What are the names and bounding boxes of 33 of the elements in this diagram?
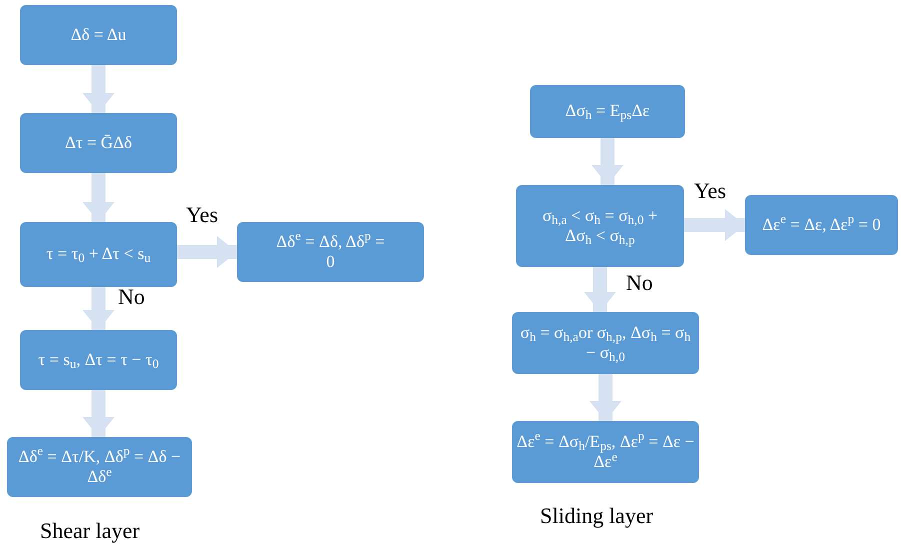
caption-text: Sliding layer xyxy=(540,505,654,527)
process-box xyxy=(516,185,684,267)
block-arrow xyxy=(82,390,114,437)
caption-text: Shear layer xyxy=(40,520,140,542)
process-box xyxy=(20,5,177,65)
formula-text: σ$_{h}$ = σ$_{h,a}$or σ$_{h,p}$, Δσ$_{h}$ = σ$_{h}$ − σ$_{h,0}$ xyxy=(519,322,692,364)
block-arrow xyxy=(82,65,114,113)
formula-text: Δτ = ḠΔδ xyxy=(64,132,132,154)
formula-text: τ = s$_{u}$, Δτ = τ − τ$_{0}$ xyxy=(38,350,159,370)
process-box xyxy=(745,195,898,255)
formula-text: Δσ$_{h}$ = E$_{ps}$Δε xyxy=(565,101,650,122)
formula-text: Δε$^{e}$ = Δε, Δε$^{p}$ = 0 xyxy=(762,214,881,236)
block-arrow xyxy=(82,173,114,222)
block-arrow xyxy=(177,236,237,268)
formula-text: Δδ = Δu xyxy=(70,24,126,46)
process-box xyxy=(20,113,177,173)
block-arrow xyxy=(584,267,616,312)
formula-text: Δε$^{e}$ = Δσ$_{h}$/E$_{ps}$, Δε$^{p}$ = Δε − Δε$^{e}$ xyxy=(516,432,696,472)
formula-text: σ$_{h,a}$ < σ$_{h}$ = σ$_{h,0}$ + Δσ$_{h}$ < σ$_{h,p}$ xyxy=(541,206,659,246)
process-box xyxy=(512,421,699,483)
process-box xyxy=(237,222,424,282)
block-arrow xyxy=(590,374,622,421)
process-box xyxy=(20,222,177,287)
process-box xyxy=(20,330,177,390)
process-box xyxy=(512,312,699,374)
process-box xyxy=(530,85,685,138)
formula-text: Δδ$^{e}$ = Δδ, Δδ$^{p}$ = 0 xyxy=(275,232,386,272)
process-box xyxy=(7,437,192,497)
formula-text: τ = τ$_{0}$ + Δτ < s$_{u}$ xyxy=(46,244,151,265)
formula-text: Δδ$^{e}$ = Δτ/K, Δδ$^{p}$ = Δδ − Δδ$^{e}$ xyxy=(17,446,182,488)
block-arrow xyxy=(592,138,624,185)
block-arrow xyxy=(684,209,745,241)
block-arrow xyxy=(82,287,114,330)
